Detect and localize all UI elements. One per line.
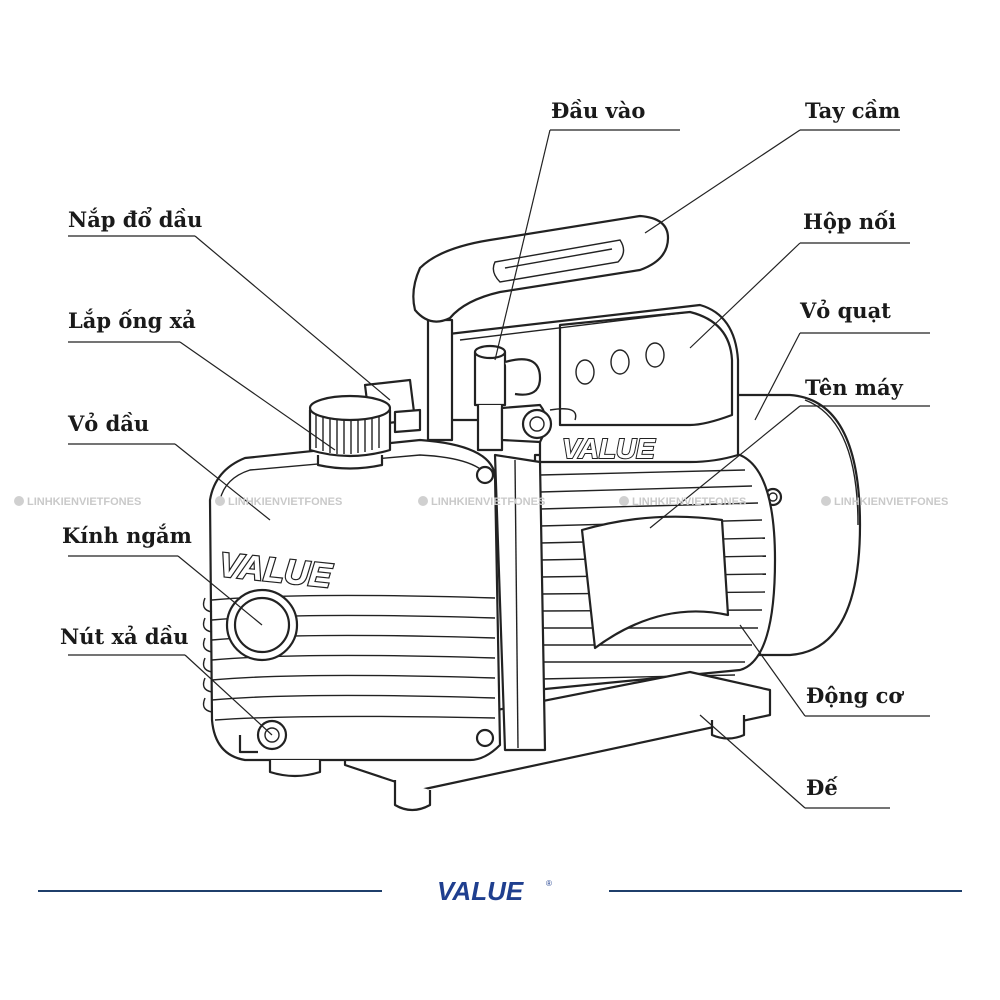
watermark-1: LINHKIENVIETFONES bbox=[27, 496, 141, 508]
watermark-4: LINHKIENVIETFONES bbox=[632, 496, 746, 508]
label-inlet: Đầu vào bbox=[551, 98, 645, 123]
watermark-2: LINHKIENVIETFONES bbox=[228, 496, 342, 508]
oil-housing-drawing: VALUE bbox=[202, 438, 502, 778]
watermark-logo-icon bbox=[821, 496, 831, 506]
junction-box-drawing: VALUE bbox=[438, 303, 740, 465]
leader-lines bbox=[68, 129, 930, 809]
label-junction-box: Hộp nối bbox=[803, 209, 896, 234]
label-motor: Động cơ bbox=[806, 683, 904, 708]
watermark-5: LINHKIENVIETFONES bbox=[834, 496, 948, 508]
watermark-logo-icon bbox=[215, 496, 225, 506]
inlet-drawing bbox=[473, 344, 577, 452]
watermark-logo-icon bbox=[418, 496, 428, 506]
handle-drawing bbox=[412, 214, 670, 442]
pump-top-logo: VALUE bbox=[562, 433, 656, 464]
exhaust-cap-drawing bbox=[308, 394, 392, 470]
label-exhaust-fitting: Lắp ống xả bbox=[68, 308, 196, 333]
watermark-logo-icon bbox=[14, 496, 24, 506]
label-handle: Tay cầm bbox=[805, 98, 900, 123]
motor-drawing bbox=[533, 453, 777, 692]
label-fan-cover: Vỏ quạt bbox=[799, 298, 891, 323]
footer: VALUE ® bbox=[38, 876, 962, 906]
label-oil-drain-plug: Nút xả dầu bbox=[60, 624, 188, 649]
watermark-logo-icon bbox=[619, 496, 629, 506]
callout-labels: Đầu vào Tay cầm Nắp đổ dầu Hộp nối Lắp ố… bbox=[60, 98, 904, 800]
registered-mark: ® bbox=[546, 879, 552, 888]
brand-logo: VALUE bbox=[437, 876, 524, 906]
label-base: Đế bbox=[806, 775, 838, 800]
watermarks: LINHKIENVIETFONES LINHKIENVIETFONES LINH… bbox=[14, 496, 948, 508]
label-oil-housing: Vỏ dầu bbox=[67, 411, 149, 436]
label-sight-glass: Kính ngắm bbox=[62, 523, 192, 548]
label-machine-name: Tên máy bbox=[805, 375, 904, 400]
label-oil-fill-cap: Nắp đổ dầu bbox=[68, 207, 202, 232]
flange-drawing bbox=[475, 453, 547, 752]
watermark-3: LINHKIENVIETFONES bbox=[431, 496, 545, 508]
